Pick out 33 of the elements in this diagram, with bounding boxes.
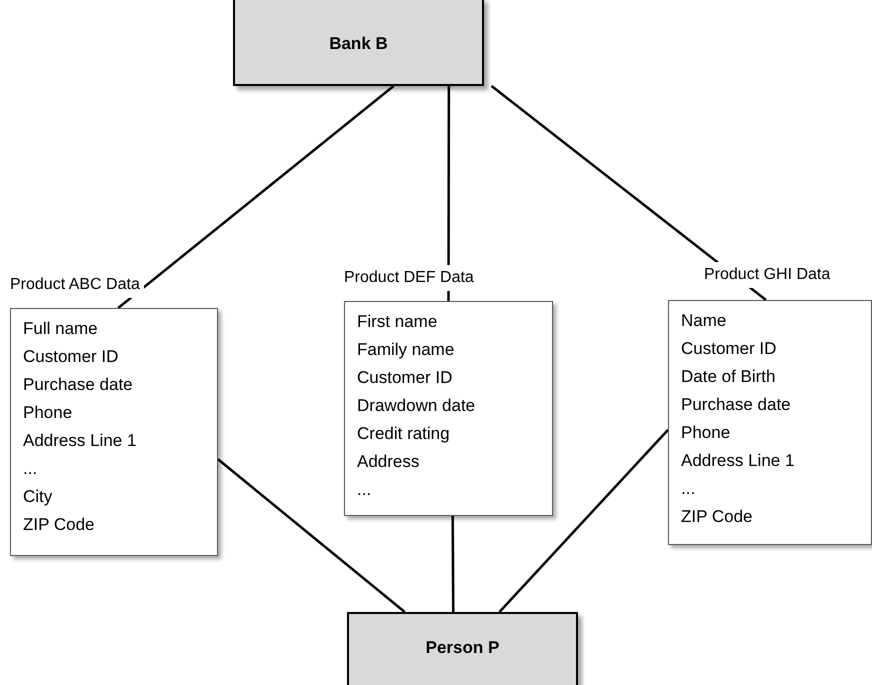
field-name: Purchase date: [681, 394, 792, 416]
entity-label: Person P: [426, 638, 500, 658]
field-name: Full name: [23, 318, 99, 340]
connector-line: [498, 429, 669, 613]
field-name: ...: [357, 479, 372, 501]
field-name: Address Line 1: [23, 430, 138, 452]
field-name: Family name: [357, 339, 456, 361]
field-name: Customer ID: [23, 346, 120, 368]
field-name: City: [23, 486, 54, 508]
field-name: Purchase date: [23, 374, 134, 396]
field-name: Address: [357, 451, 420, 473]
connector-line: [447, 86, 450, 301]
field-name: Address Line 1: [681, 450, 796, 472]
connector-line: [451, 516, 454, 612]
entity-label: Bank B: [329, 34, 388, 54]
field-name: ...: [23, 458, 38, 480]
entity-box: [233, 0, 484, 86]
field-name: Date of Birth: [681, 366, 776, 388]
entity-box: [347, 612, 578, 685]
connector-line: [117, 85, 394, 309]
field-name: Name: [681, 310, 728, 332]
field-name: ...: [681, 478, 696, 500]
field-name: First name: [357, 311, 438, 333]
field-name: ZIP Code: [23, 514, 96, 536]
connector-line: [490, 85, 767, 301]
field-name: Customer ID: [357, 367, 454, 389]
field-name: Drawdown date: [357, 395, 476, 417]
field-name: ZIP Code: [681, 506, 754, 528]
field-name: Phone: [681, 422, 732, 444]
field-name: Phone: [23, 402, 74, 424]
field-name: Credit rating: [357, 423, 451, 445]
field-name: Customer ID: [681, 338, 778, 360]
connector-line: [217, 458, 406, 613]
